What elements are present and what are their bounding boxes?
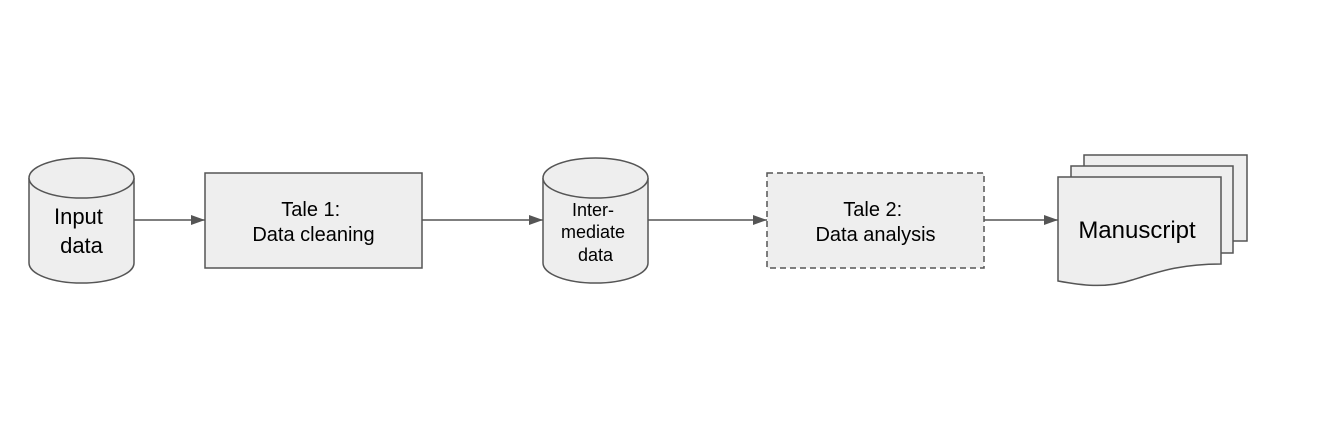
input-data-cylinder-body [28, 178, 135, 284]
tale2-label: Tale 2: Data analysis [815, 199, 935, 246]
input-data-label-line-1: Input [54, 204, 103, 229]
input-data-node: Input data [28, 157, 135, 284]
manuscript-document-front [1057, 176, 1222, 287]
intermediate-data-label-line-2: mediate [561, 222, 625, 242]
intermediate-data-label: Inter- mediate data [561, 200, 630, 265]
input-data-label-line-2: data [60, 233, 104, 258]
manuscript-node: Manuscript [1057, 154, 1248, 287]
input-data-cylinder-top [28, 157, 135, 199]
intermediate-data-node: Inter- mediate data [542, 157, 649, 284]
tale1-box [204, 172, 423, 269]
input-data-label: Input data [54, 204, 109, 258]
tale1-label: Tale 1: Data cleaning [252, 199, 374, 246]
intermediate-data-cylinder-top [542, 157, 649, 199]
tale1-label-line-1: Tale 1: [281, 199, 340, 221]
intermediate-data-label-line-3: data [578, 245, 614, 265]
tale1-label-line-2: Data cleaning [252, 224, 374, 246]
tale2-box [766, 172, 985, 269]
intermediate-data-cylinder-body [542, 178, 649, 284]
manuscript-label: Manuscript [1078, 217, 1196, 244]
tale2-node: Tale 2: Data analysis [766, 172, 985, 269]
tale2-label-line-1: Tale 2: [843, 199, 902, 221]
tale1-node: Tale 1: Data cleaning [204, 172, 423, 269]
intermediate-data-label-line-1: Inter- [572, 200, 614, 220]
tale2-label-line-2: Data analysis [815, 224, 935, 246]
manuscript-label-line-1: Manuscript [1078, 217, 1196, 244]
